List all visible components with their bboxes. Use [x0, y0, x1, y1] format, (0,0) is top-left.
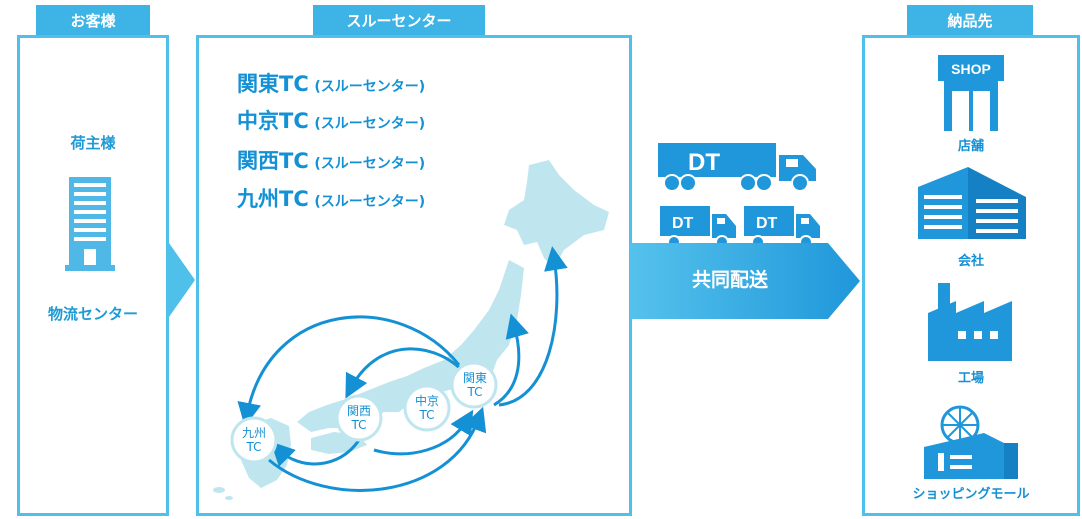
- tc-line-kansai: 関西TC (スルーセンター): [237, 145, 425, 175]
- destination-label-company: 会社: [957, 254, 984, 269]
- tc-suffix: (スルーセンター): [314, 79, 426, 95]
- customer-panel: [17, 35, 169, 516]
- node-kyushu-label: 九州 TC: [233, 426, 275, 454]
- node-text: 関西: [346, 404, 371, 418]
- node-chukyo: [403, 384, 451, 432]
- shopping-mall-icon: [924, 405, 1018, 479]
- shop-icon: SHOP: [938, 55, 1004, 131]
- tc-line-chukyo: 中京TC (スルーセンター): [237, 105, 425, 135]
- node-kanto-label: 関東 TC: [454, 371, 496, 399]
- node-text: TC: [351, 418, 367, 432]
- node-kansai-label: 関西 TC: [338, 404, 380, 432]
- hokkaido-shape: [504, 160, 609, 268]
- route-kansai-kyushu: [270, 439, 361, 467]
- tc-name: 九州TC: [237, 187, 309, 211]
- tc-name: 関西TC: [237, 149, 309, 173]
- route-kanto-tohoku: [493, 313, 529, 407]
- joint-delivery-label: 共同配送: [691, 269, 768, 291]
- route-kanto-kansai: [345, 347, 471, 399]
- logistics-center-label: 物流センター: [47, 305, 138, 323]
- office-building-icon: [918, 167, 1026, 239]
- flow-arrow-1: [169, 243, 195, 317]
- node-kansai: [335, 394, 383, 442]
- node-kyushu: [230, 416, 278, 464]
- route-kanto-kyushu: [237, 315, 461, 427]
- tc-line-kyushu: 九州TC (スルーセンター): [237, 183, 425, 213]
- node-text: TC: [467, 385, 483, 399]
- large-truck-icon: DT: [658, 143, 816, 192]
- building-icon: [65, 177, 115, 271]
- svg-text:DT: DT: [756, 215, 778, 232]
- route-kansai-kanto: [373, 409, 474, 456]
- small-truck-icon-2: DT: [744, 206, 820, 249]
- tc-suffix: (スルーセンター): [314, 194, 426, 210]
- joint-delivery-arrow: [630, 243, 860, 319]
- route-kanto-hokkaido: [498, 246, 568, 407]
- destination-label-shop: 店舗: [957, 139, 984, 154]
- shop-sign-text: SHOP: [951, 61, 991, 77]
- tc-name: 関東TC: [237, 72, 309, 96]
- factory-icon: [928, 283, 1012, 361]
- destination-label-mall: ショッピングモール: [912, 487, 1030, 502]
- destination-list: SHOP 店舗 会社 工場: [886, 55, 1056, 515]
- tc-suffix: (スルーセンター): [314, 116, 426, 132]
- route-kyushu-kanto: [268, 406, 487, 492]
- node-text: 九州: [241, 426, 266, 440]
- tc-name: 中京TC: [237, 109, 309, 133]
- japan-map: [213, 160, 609, 500]
- shipper-label: 荷主様: [70, 134, 116, 152]
- node-text: 関東: [462, 371, 487, 385]
- through-center-tab: スルーセンター: [313, 5, 485, 37]
- destination-label-factory: 工場: [957, 371, 984, 386]
- node-text: TC: [246, 440, 262, 454]
- small-truck-icon-1: DT: [660, 206, 736, 249]
- destination-tab: 納品先: [907, 5, 1033, 37]
- node-kanto: [450, 361, 498, 409]
- tc-line-kanto: 関東TC (スルーセンター): [237, 68, 425, 98]
- customer-tab: お客様: [36, 5, 150, 37]
- node-text: TC: [419, 408, 435, 422]
- node-text: 中京: [414, 394, 439, 408]
- node-chukyo-label: 中京 TC: [406, 394, 448, 422]
- svg-text:DT: DT: [672, 215, 694, 232]
- svg-text:DT: DT: [688, 149, 720, 176]
- tc-suffix: (スルーセンター): [314, 156, 426, 172]
